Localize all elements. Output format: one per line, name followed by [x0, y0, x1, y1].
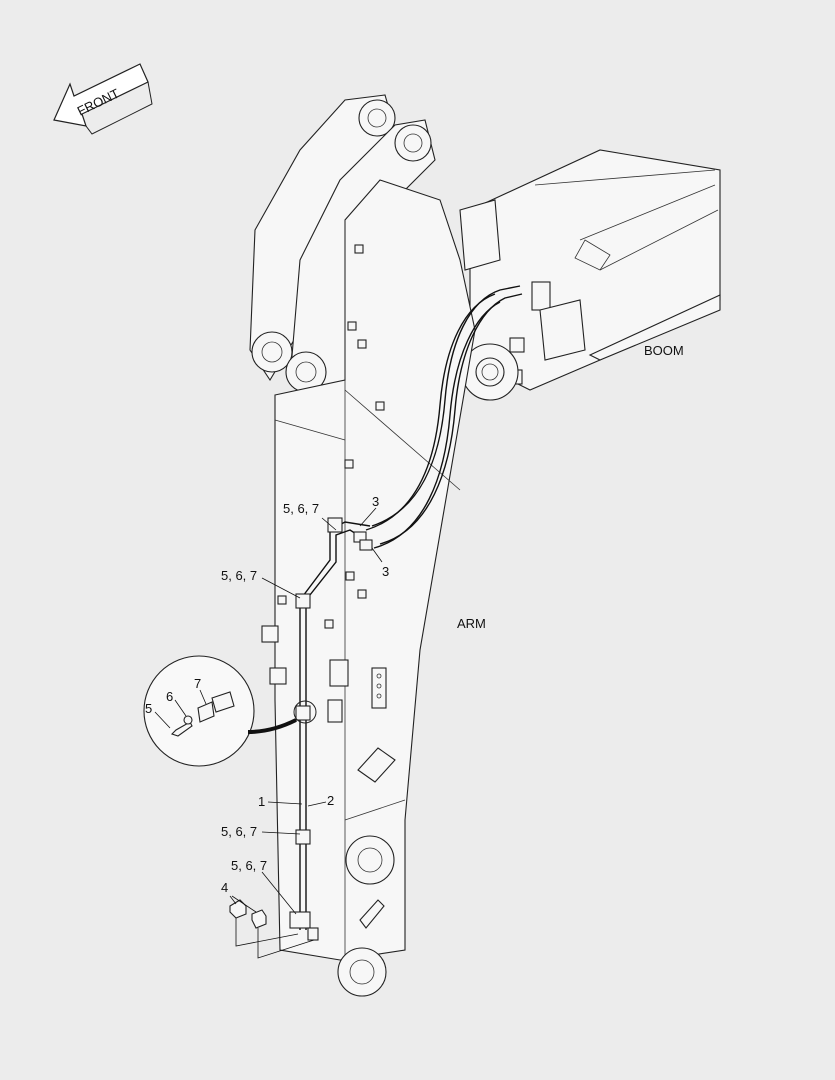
callout-7: 7 — [194, 676, 201, 691]
leader-lines — [154, 507, 383, 959]
boom-label: BOOM — [644, 343, 684, 358]
callout-4: 4 — [221, 880, 228, 895]
callout-2: 2 — [327, 793, 334, 808]
callout-1: 1 — [258, 794, 265, 809]
plug-parts — [229, 899, 267, 929]
callout-567-top: 5, 6, 7 — [283, 501, 319, 516]
callout-567-low: 5, 6, 7 — [221, 824, 257, 839]
callout-567-mid: 5, 6, 7 — [221, 568, 257, 583]
boom-structure — [459, 149, 721, 401]
arm-label: ARM — [457, 616, 486, 631]
detail-magnifier — [143, 655, 317, 767]
callout-5: 5 — [145, 701, 152, 716]
callout-567-bottom: 5, 6, 7 — [231, 858, 267, 873]
callout-6: 6 — [166, 689, 173, 704]
front-arrow-icon: FRONT — [53, 63, 153, 135]
arm-structure — [249, 94, 476, 997]
callout-3-bottom: 3 — [382, 564, 389, 579]
callout-3-top: 3 — [372, 494, 379, 509]
hose-lines — [289, 285, 523, 941]
